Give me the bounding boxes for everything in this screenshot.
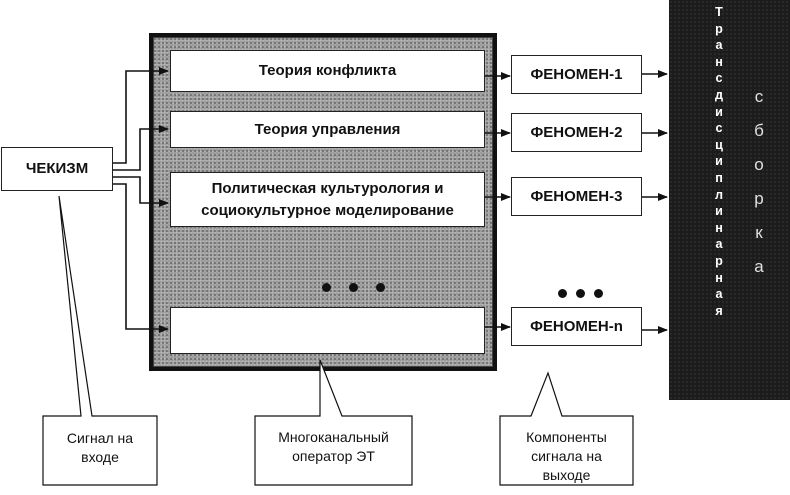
channel-box-1: Теория конфликта [170,50,485,92]
channel-box-2: Теория управления [170,111,485,148]
callout-input-shape [42,195,158,486]
callout-output-text: Компоненты сигнала на выходе [526,429,607,483]
channel-box-3: Политическая культурология и социокульту… [170,172,485,227]
callout-input-text: Сигнал на входе [66,430,134,465]
callout-operator-shape [254,359,413,486]
assembly-label-spaced: с б о р к а [754,87,764,276]
input-to-channel-2-arrow [113,125,169,171]
input-to-channel-n-arrow [113,183,169,333]
callout-operator-text: Многоканальный оператор ЭТ [278,429,389,464]
callout-output-shape [499,371,634,486]
input-to-channel-3-arrow [113,176,169,207]
input-box: ЧЕКИЗМ [1,147,113,191]
assembly-label-vertical: Т р а н с д и с ц и п л и н а р н а я [714,5,723,318]
output-box-1: ФЕНОМЕН-1 [511,55,642,94]
input-to-channel-1-arrow [113,67,169,164]
output-box-n: ФЕНОМЕН-n [511,307,642,346]
channel-box-n [170,307,485,354]
assembly-panel [669,0,790,400]
output-box-3: ФЕНОМЕН-3 [511,177,642,216]
output-box-2: ФЕНОМЕН-2 [511,113,642,152]
